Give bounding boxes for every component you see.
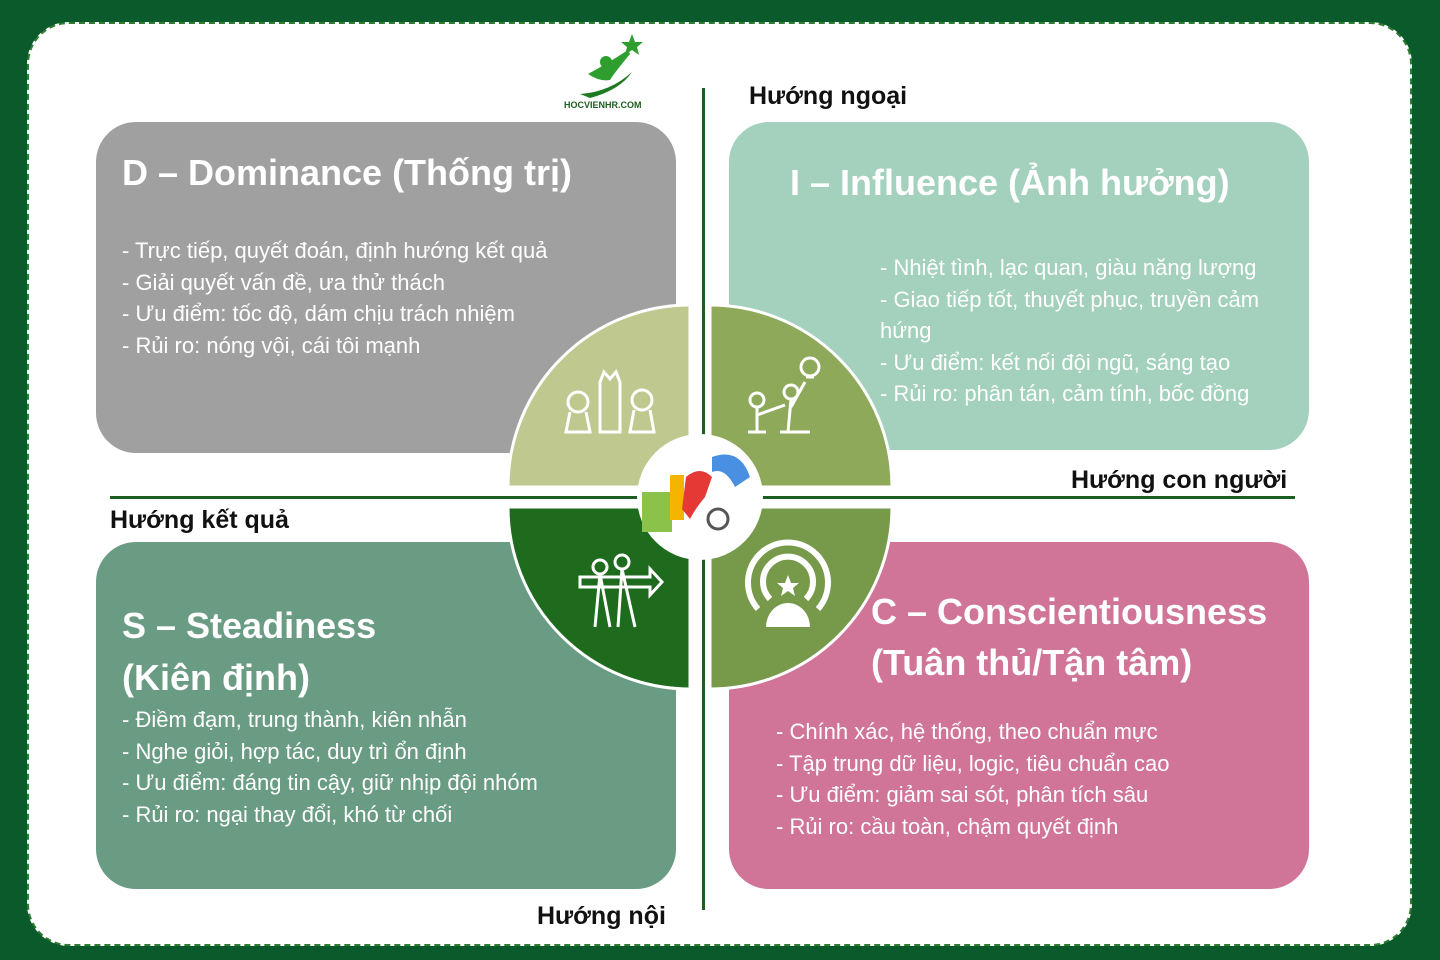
- bullet: - Ưu điểm: kết nối đội ngũ, sáng tạo: [880, 349, 1231, 375]
- c-bullets: - Chính xác, hệ thống, theo chuẩn mực - …: [776, 716, 1169, 842]
- label-right: Hướng con người: [1071, 466, 1288, 494]
- disc-wheel: DISC: [506, 303, 894, 691]
- bullet: - Giao tiếp tốt, thuyết phục, truyền cảm…: [880, 286, 1260, 344]
- label-left: Hướng kết quả: [110, 506, 289, 534]
- team-arrow-icon: [578, 553, 665, 628]
- bullet: - Nghe giỏi, hợp tác, duy trì ổn định: [122, 738, 467, 764]
- chess-icon: [564, 369, 656, 434]
- s-bullets: - Điềm đạm, trung thành, kiên nhẫn - Ngh…: [122, 704, 538, 830]
- bullet: - Rủi ro: ngại thay đổi, khó từ chối: [122, 801, 453, 827]
- bullet: - Ưu điểm: tốc độ, dám chịu trách nhiệm: [122, 301, 515, 326]
- teamwork-lightbulb-icon: [748, 356, 821, 434]
- bullet: - Ưu điểm: đáng tin cậy, giữ nhịp đội nh…: [122, 770, 538, 795]
- s-title: S – Steadiness (Kiên định): [122, 600, 376, 704]
- center-text: DISC: [699, 548, 702, 550]
- logo: HOCVIENHR.COM: [560, 32, 660, 112]
- d-bullets: - Trực tiếp, quyết đoán, định hướng kết …: [122, 235, 547, 361]
- s-title-line1: S – Steadiness: [122, 605, 377, 646]
- bullet: - Trực tiếp, quyết đoán, định hướng kết …: [122, 238, 548, 263]
- wheel-i: [708, 303, 894, 489]
- c-title-line1: C – Conscientiousness: [871, 591, 1268, 632]
- bullet: - Ưu điểm: giảm sai sót, phân tích sâu: [776, 782, 1149, 807]
- logo-icon: [580, 34, 643, 98]
- bullet: - Tập trung dữ liệu, logic, tiêu chuẩn c…: [776, 750, 1170, 776]
- label-bottom: Hướng nội: [537, 902, 666, 930]
- c-title: C – Conscientiousness (Tuân thủ/Tận tâm): [871, 586, 1267, 688]
- bullet: - Giải quyết vấn đề, ưa thử thách: [122, 269, 445, 295]
- target-star-icon: [745, 539, 831, 627]
- bullet: - Rủi ro: phân tán, cảm tính, bốc đồng: [880, 381, 1250, 406]
- wheel-c: [708, 505, 894, 691]
- i-bullets: - Nhiệt tình, lạc quan, giàu năng lượng …: [880, 252, 1295, 410]
- logo-text: HOCVIENHR.COM: [564, 100, 642, 110]
- i-title: I – Influence (Ảnh hưởng): [790, 162, 1230, 203]
- bullet: - Nhiệt tình, lạc quan, giàu năng lượng: [880, 255, 1257, 280]
- label-top: Hướng ngoại: [749, 82, 908, 110]
- bullet: - Chính xác, hệ thống, theo chuẩn mực: [776, 719, 1158, 744]
- bullet: - Điềm đạm, trung thành, kiên nhẫn: [122, 707, 467, 732]
- bullet: - Rủi ro: nóng vội, cái tôi mạnh: [122, 332, 421, 358]
- bullet: - Rủi ro: cầu toàn, chậm quyết định: [776, 813, 1119, 839]
- s-title-line2: (Kiên định): [122, 657, 310, 698]
- c-title-line2: (Tuân thủ/Tận tâm): [871, 642, 1193, 683]
- disc-logo-icon: [642, 454, 750, 532]
- d-title: D – Dominance (Thống trị): [122, 152, 572, 193]
